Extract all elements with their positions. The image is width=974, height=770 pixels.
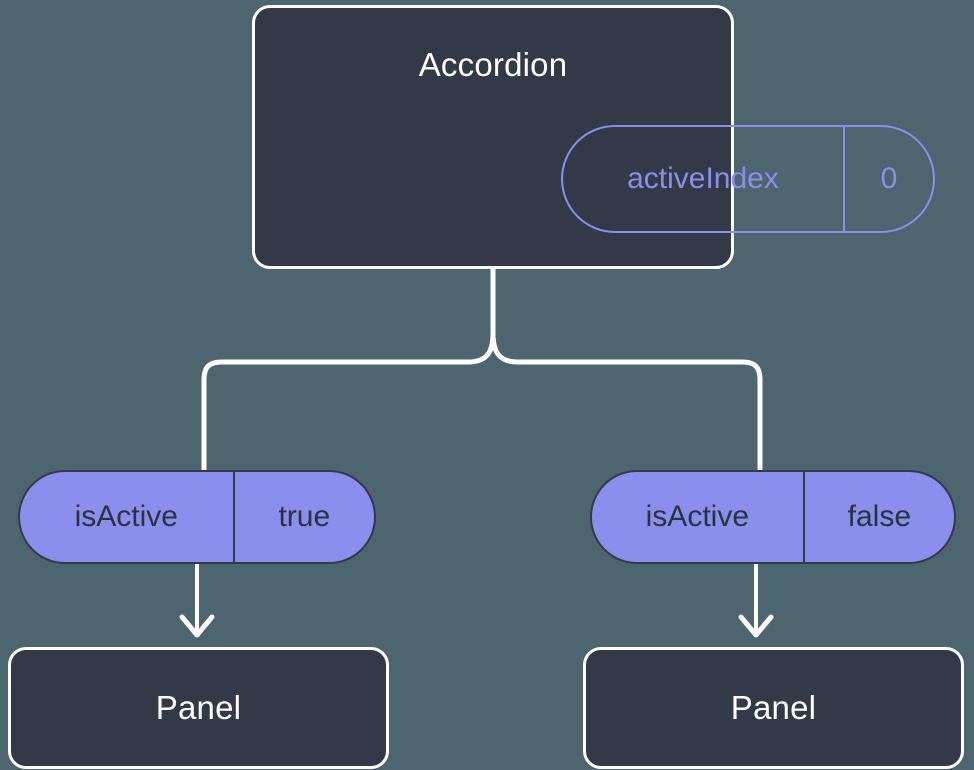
state-pill-key: activeIndex <box>627 162 779 195</box>
arrow-head-left-icon <box>179 614 215 638</box>
component-card-panel-right[interactable]: Panel <box>583 647 964 769</box>
connector-fork-left <box>201 332 496 470</box>
component-card-accordion[interactable]: Accordion activeIndex 0 <box>252 5 935 269</box>
prop-pill-is-active-false[interactable]: isActive false <box>590 470 956 564</box>
component-title-panel: Panel <box>155 689 242 726</box>
prop-pill-key: isActive <box>645 500 749 533</box>
prop-pill-value: false <box>802 472 954 562</box>
component-title-accordion: Accordion <box>418 46 568 83</box>
prop-pill-is-active-true[interactable]: isActive true <box>18 470 376 564</box>
connector-fork-right <box>490 332 763 470</box>
prop-pill-value: true <box>232 472 374 562</box>
component-title-panel: Panel <box>730 689 817 726</box>
arrow-head-right-icon <box>738 614 774 638</box>
state-pill-value: 0 <box>842 127 933 231</box>
state-pill-active-index[interactable]: activeIndex 0 <box>561 125 935 233</box>
component-card-panel-left[interactable]: Panel <box>8 647 389 769</box>
prop-pill-key: isActive <box>74 500 178 533</box>
